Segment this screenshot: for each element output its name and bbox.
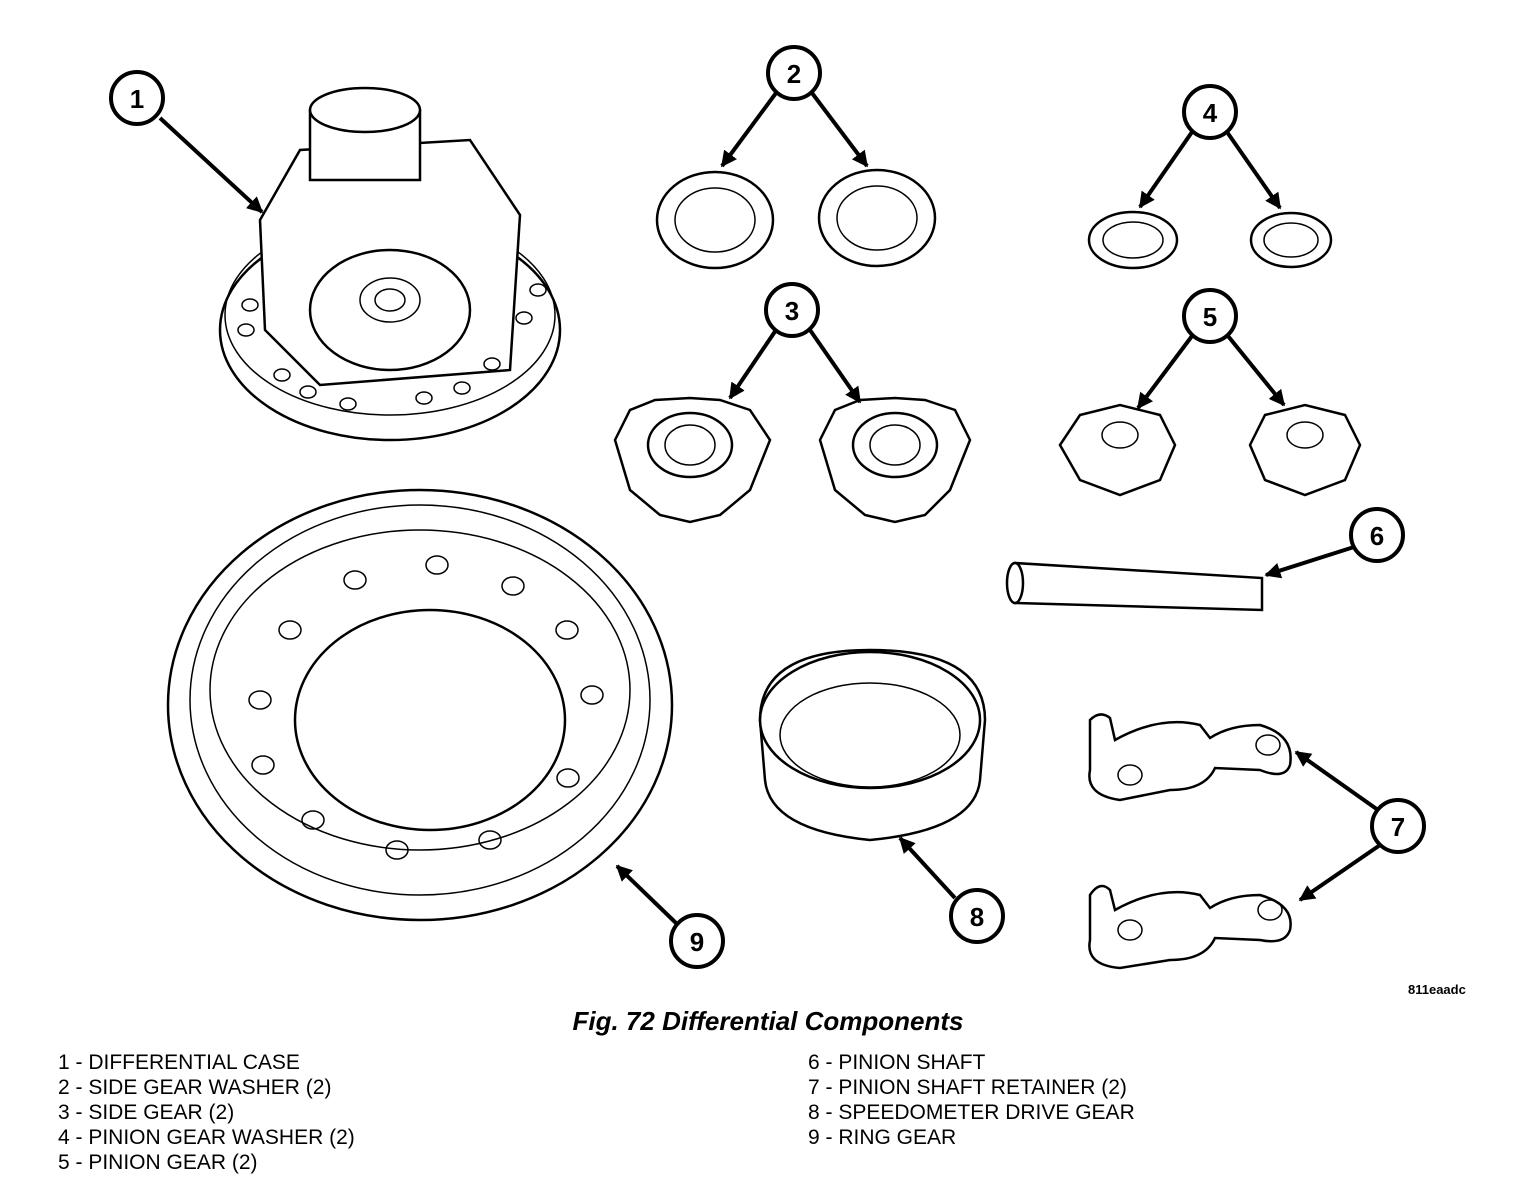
legend-item: 3 - SIDE GEAR (2) [58,1101,235,1124]
callout-1-label: 1 [130,84,144,114]
speedometer-drive-gear-drawing [758,648,987,842]
figure-code: 811eaadc [1408,982,1466,997]
differential-case-drawing [218,86,562,442]
legend-item: 4 - PINION GEAR WASHER (2) [58,1126,355,1149]
figure-caption: Fig. 72 Differential Components [572,1006,964,1036]
callout-6-label: 6 [1370,521,1384,551]
callout-3: 3 [764,282,820,338]
ring-gear-drawing [166,488,674,922]
pinion-gears-drawing [1058,403,1362,497]
callout-5: 5 [1182,288,1238,344]
callout-5-label: 5 [1203,302,1217,332]
callout-8: 8 [949,888,1005,944]
differential-diagram: 1 2 3 4 5 6 7 8 9 [109,45,1426,970]
side-gear-washers-drawing [655,168,937,270]
callout-4-label: 4 [1203,98,1218,128]
legend-left-column: 1 - DIFFERENTIAL CASE 2 - SIDE GEAR WASH… [58,1050,355,1175]
callout-2-label: 2 [787,59,801,89]
callout-2: 2 [766,45,822,101]
pinion-gear-washers-drawing [1087,210,1333,270]
leader-arrows [158,91,1385,926]
callout-9-label: 9 [690,927,704,957]
callout-1: 1 [109,70,165,126]
legend-item: 1 - DIFFERENTIAL CASE [58,1051,300,1074]
legend-right-column: 6 - PINION SHAFT 7 - PINION SHAFT RETAIN… [808,1050,1135,1150]
callout-6: 6 [1349,507,1405,563]
callout-8-label: 8 [970,902,984,932]
callout-4: 4 [1182,84,1238,140]
legend-item: 2 - SIDE GEAR WASHER (2) [58,1076,332,1099]
legend-item: 7 - PINION SHAFT RETAINER (2) [808,1076,1127,1099]
pinion-shaft-drawing [1005,561,1264,612]
legend-item: 8 - SPEEDOMETER DRIVE GEAR [808,1101,1135,1124]
callout-9: 9 [669,913,725,969]
callout-3-label: 3 [785,296,799,326]
pinion-shaft-retainers-drawing [1088,713,1292,970]
legend-item: 6 - PINION SHAFT [808,1051,986,1074]
legend-item: 5 - PINION GEAR (2) [58,1151,258,1174]
callout-7: 7 [1370,798,1426,854]
legend-item: 9 - RING GEAR [808,1126,957,1149]
callout-7-label: 7 [1391,812,1405,842]
side-gears-drawing [613,396,972,524]
